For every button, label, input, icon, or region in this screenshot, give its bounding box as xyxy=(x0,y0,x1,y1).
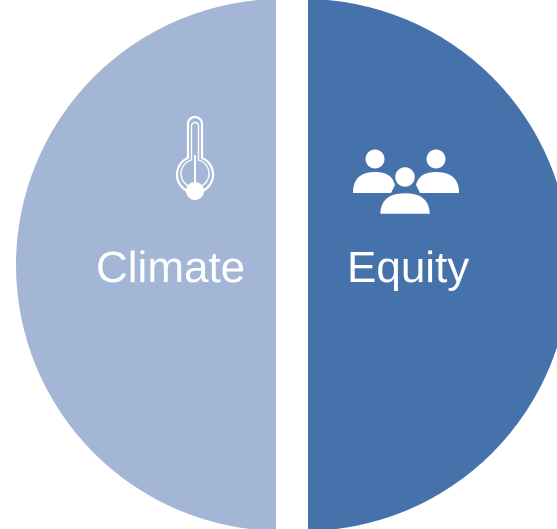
equity-label: Equity xyxy=(347,243,470,292)
climate-label: Climate xyxy=(96,243,246,292)
people-group-icon xyxy=(353,149,459,217)
thermometer-icon xyxy=(175,115,215,200)
climate-half xyxy=(16,0,276,529)
equity-half xyxy=(308,0,557,529)
